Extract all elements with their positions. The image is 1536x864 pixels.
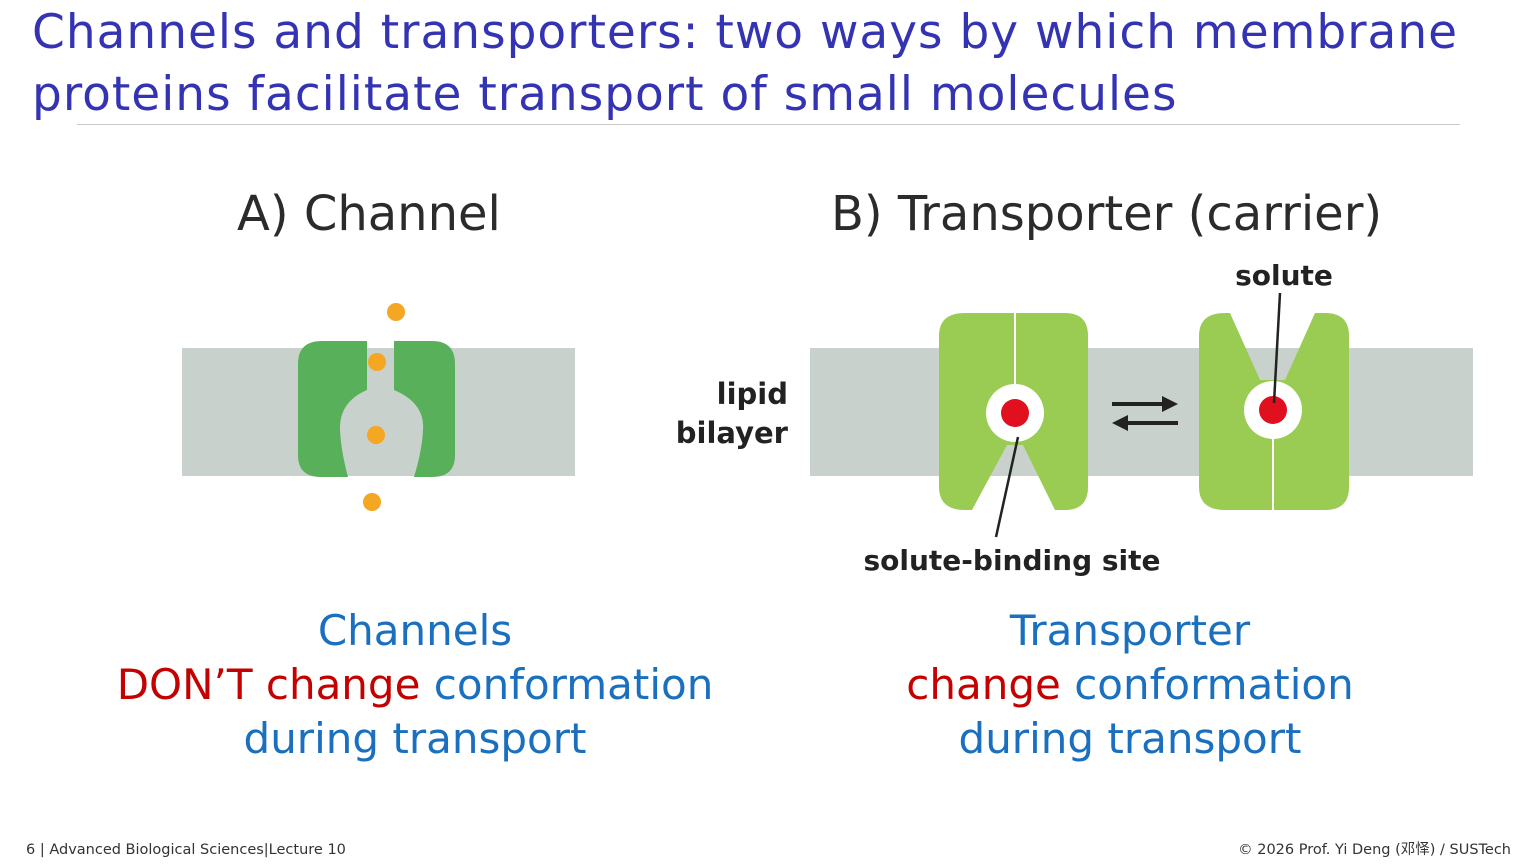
caption-text: conformation [1060, 660, 1354, 709]
solute-bound [1001, 399, 1029, 427]
caption-emphasis: DON’T change [116, 660, 421, 709]
equilibrium-arrows-icon [1112, 396, 1178, 431]
caption-emphasis: change [906, 660, 1061, 709]
footer-copyright: © 2026 Prof. Yi Deng (邓怿) / SUSTech [1238, 842, 1511, 858]
transporter-diagram: lipid bilayer solute solute-binding site [676, 259, 1473, 577]
lipid-bilayer-b [810, 348, 1473, 476]
solute-leader-line [1272, 292, 1282, 404]
lipid-label: lipid [717, 377, 788, 411]
binding-site-label: solute-binding site [863, 544, 1160, 577]
panel-b-heading: B) Transporter (carrier) [831, 186, 1383, 242]
caption-line: Transporter [1009, 606, 1251, 655]
slide-title: Channels and transporters: two ways by w… [32, 5, 1459, 122]
solute-particle [367, 426, 385, 444]
solute-particle [387, 303, 405, 321]
caption-line: change conformation [780, 658, 1480, 712]
panel-a-caption: Channels DON’T change conformation durin… [60, 604, 770, 766]
solute-bound [1259, 396, 1287, 424]
caption-line: during transport [243, 714, 587, 763]
panel-b-caption: Transporter change conformation during t… [780, 604, 1480, 766]
solute-label: solute [1235, 259, 1333, 292]
bilayer-label: bilayer [676, 416, 789, 450]
caption-line: during transport [958, 714, 1302, 763]
channel-protein [298, 341, 455, 477]
channel-diagram [182, 303, 575, 511]
caption-text: conformation [420, 660, 714, 709]
caption-line: DON’T change conformation [60, 658, 770, 712]
footer-course-info: 6 | Advanced Biological Sciences|Lecture… [26, 842, 346, 858]
title-divider [77, 124, 1460, 125]
solute-particle [368, 353, 386, 371]
panel-a-heading: A) Channel [237, 186, 501, 242]
solute-particle [363, 493, 381, 511]
binding-site-leader-line [994, 436, 1020, 538]
caption-line: Channels [317, 606, 513, 655]
